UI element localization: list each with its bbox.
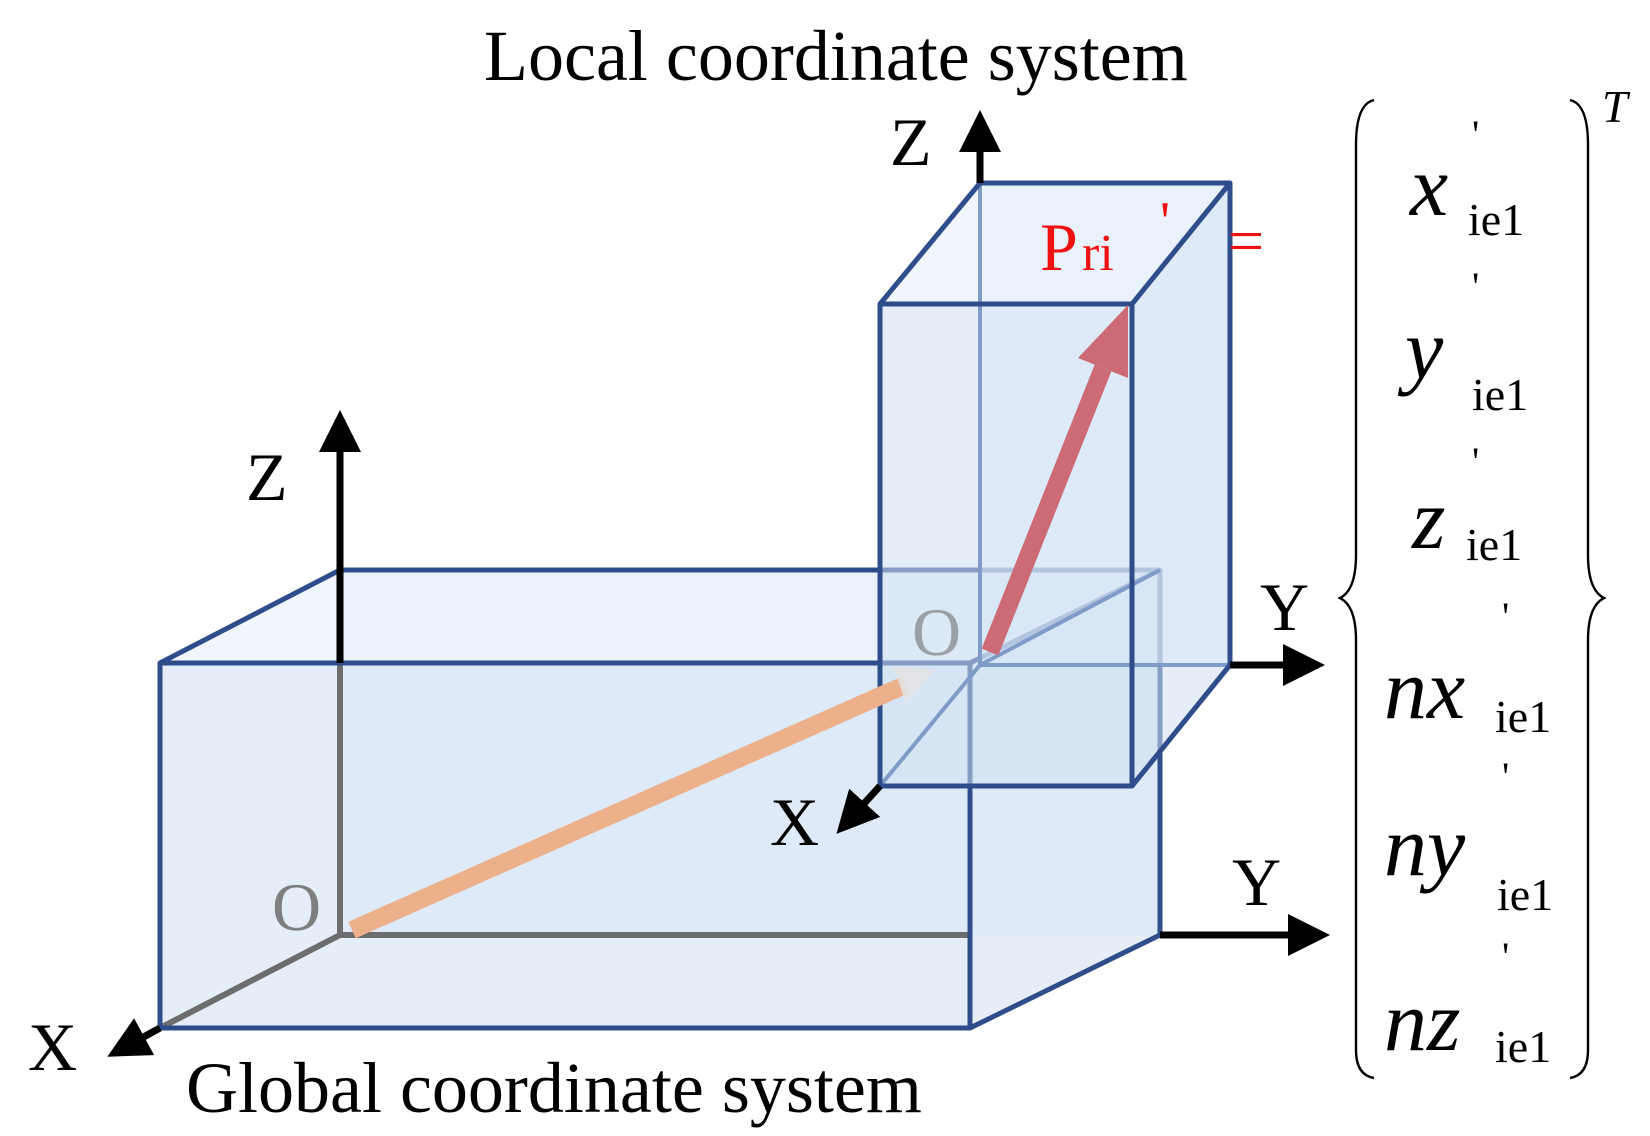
vector-label-sub: ri — [1082, 225, 1114, 282]
global-position-vector-head — [893, 666, 935, 703]
vector-label-main: P — [1040, 209, 1078, 285]
global-x-axis — [107, 1018, 162, 1057]
matrix-entry-ny-sub: ie1 — [1497, 869, 1553, 920]
local-origin-label: O — [912, 594, 961, 670]
matrix-entry-x-var: x — [1408, 138, 1448, 234]
matrix-entry-y-prime: ' — [1472, 264, 1479, 309]
global-axes — [107, 410, 1330, 1057]
local-x-label: X — [770, 784, 819, 860]
local-hidden-edge-diagonal — [878, 663, 982, 788]
global-position-vector — [348, 676, 909, 939]
right-brace — [1569, 98, 1607, 1080]
matrix-entry-z: ' z ie1 — [1411, 439, 1522, 570]
matrix-entry-nx-var: nx — [1384, 641, 1465, 737]
local-axes — [836, 110, 1325, 834]
matrix-entry-nx-prime: ' — [1502, 594, 1509, 639]
matrix-entry-nz: ' nz ie1 — [1384, 934, 1551, 1072]
local-box-right-top-edge — [1130, 181, 1232, 306]
matrix-entry-z-prime: ' — [1472, 439, 1479, 484]
matrix-entry-ny-var: ny — [1384, 798, 1466, 894]
local-z-label: Z — [890, 104, 932, 180]
local-position-vector-head — [1078, 305, 1128, 378]
labels: Local coordinate system Global coordinat… — [28, 16, 1309, 1128]
vectors — [348, 305, 1128, 939]
matrix-entry-nz-sub: ie1 — [1495, 1021, 1551, 1072]
matrix-entry-x-sub: ie1 — [1468, 194, 1524, 245]
matrix-entry-nx: ' nx ie1 — [1384, 594, 1551, 742]
matrix-entry-ny-prime: ' — [1502, 754, 1509, 799]
matrix: T ' x ie1 ' y ie1 ' z ie1 ' nx ie1 ' ny … — [1384, 81, 1631, 1072]
global-system-title: Global coordinate system — [186, 1048, 922, 1128]
matrix-entry-nx-sub: ie1 — [1495, 691, 1551, 742]
matrix-entry-x: ' x ie1 — [1408, 112, 1524, 245]
matrix-braces — [1337, 98, 1607, 1080]
matrix-entry-z-sub: ie1 — [1466, 519, 1522, 570]
global-hidden-x-axis — [158, 932, 342, 1031]
left-brace — [1337, 98, 1375, 1080]
global-origin-label: O — [272, 869, 321, 945]
matrix-transpose: T — [1602, 81, 1631, 132]
matrix-entry-y: ' y ie1 — [1397, 264, 1528, 420]
vector-label-prime: ' — [1160, 191, 1170, 253]
local-box-right-face — [1132, 183, 1230, 786]
matrix-entry-nz-var: nz — [1384, 973, 1460, 1069]
local-position-vector — [981, 364, 1112, 656]
matrix-entry-y-var: y — [1397, 301, 1444, 397]
local-box-top-face — [880, 183, 1230, 304]
global-x-label: X — [28, 1009, 77, 1085]
matrix-entry-z-var: z — [1411, 471, 1445, 567]
global-z-label: Z — [246, 439, 288, 515]
local-box — [877, 180, 1233, 789]
matrix-entry-nz-prime: ' — [1502, 934, 1509, 979]
local-x-axis — [836, 783, 883, 834]
global-y-label: Y — [1232, 844, 1281, 920]
local-system-title: Local coordinate system — [484, 16, 1188, 96]
local-y-label: Y — [1260, 569, 1309, 645]
matrix-entry-x-prime: ' — [1472, 112, 1479, 157]
matrix-entry-y-sub: ie1 — [1472, 369, 1528, 420]
vector-label-equals: = — [1228, 205, 1264, 276]
matrix-entry-ny: ' ny ie1 — [1384, 754, 1553, 920]
